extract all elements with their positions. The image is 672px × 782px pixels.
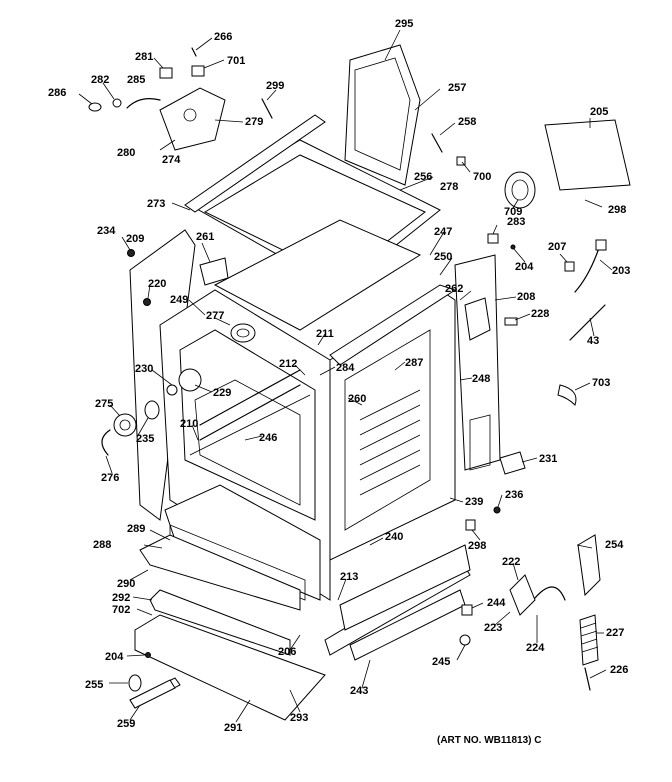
part-label-275: 275 — [95, 398, 113, 410]
part-label-702: 702 — [112, 604, 130, 616]
part-label-293: 293 — [290, 712, 308, 724]
part-label-228: 228 — [531, 308, 549, 320]
part-label-274: 274 — [162, 154, 181, 166]
leader-lines — [78, 29, 613, 723]
part-label-213: 213 — [340, 571, 358, 583]
part-label-205: 205 — [590, 106, 608, 118]
part-label-286: 286 — [48, 87, 66, 99]
part-label-249: 249 — [170, 294, 188, 306]
part-label-234: 234 — [97, 225, 116, 237]
part-label-285: 285 — [127, 74, 145, 86]
part-label-211: 211 — [316, 328, 334, 340]
part-label-204-lower: 204 — [105, 651, 124, 663]
part-label-298-top: 298 — [608, 204, 626, 216]
part-label-223: 223 — [484, 622, 502, 634]
part-label-204-top: 204 — [515, 261, 534, 273]
part-label-259: 259 — [117, 718, 135, 730]
part-label-292: 292 — [112, 592, 130, 604]
part-label-295: 295 — [395, 18, 413, 30]
part-label-235: 235 — [136, 433, 154, 445]
part-label-290: 290 — [117, 578, 135, 590]
part-label-709: 709 — [504, 206, 522, 218]
range-body-icon — [129, 114, 501, 721]
part-label-229: 229 — [213, 387, 231, 399]
part-label-208: 208 — [517, 291, 535, 303]
hardware-icon — [88, 44, 631, 709]
part-label-287: 287 — [405, 357, 423, 369]
part-label-240: 240 — [385, 531, 403, 543]
part-label-256: 256 — [414, 171, 432, 183]
part-label-298-lower: 298 — [468, 540, 486, 552]
part-label-210: 210 — [180, 418, 198, 430]
part-label-236: 236 — [505, 489, 523, 501]
part-label-230: 230 — [135, 363, 153, 375]
part-label-262: 262 — [445, 283, 463, 295]
part-label-244: 244 — [487, 597, 506, 609]
part-label-43: 43 — [587, 335, 599, 347]
part-label-288: 288 — [93, 539, 111, 551]
part-label-231: 231 — [539, 453, 557, 465]
part-label-291: 291 — [224, 722, 242, 734]
part-label-246: 246 — [259, 432, 277, 444]
part-label-206: 206 — [278, 646, 296, 658]
part-label-255: 255 — [85, 679, 103, 691]
part-label-266: 266 — [214, 31, 232, 43]
part-label-273: 273 — [147, 198, 165, 210]
part-label-284: 284 — [336, 362, 355, 374]
part-label-247: 247 — [434, 226, 452, 238]
part-labels: 295 266 281 701 282 285 286 299 257 279 … — [48, 18, 630, 746]
part-label-700: 700 — [473, 171, 491, 183]
part-label-222: 222 — [502, 556, 520, 568]
part-label-254: 254 — [605, 539, 624, 551]
part-label-226: 226 — [610, 664, 628, 676]
part-label-212: 212 — [279, 358, 297, 370]
part-label-299: 299 — [266, 80, 284, 92]
part-label-227: 227 — [606, 627, 624, 639]
part-label-250: 250 — [434, 251, 452, 263]
part-label-257: 257 — [448, 82, 466, 94]
part-label-701: 701 — [227, 55, 245, 67]
part-label-278: 278 — [440, 181, 458, 193]
part-label-203: 203 — [612, 265, 630, 277]
part-label-209: 209 — [126, 233, 144, 245]
part-label-289: 289 — [127, 523, 145, 535]
part-label-261: 261 — [196, 231, 214, 243]
part-label-224: 224 — [526, 642, 545, 654]
part-label-220: 220 — [148, 278, 166, 290]
part-label-258: 258 — [458, 116, 476, 128]
part-label-283: 283 — [507, 216, 525, 228]
art-number: (ART NO. WB11813) C — [437, 735, 541, 746]
part-label-703: 703 — [592, 377, 610, 389]
part-label-248: 248 — [472, 373, 490, 385]
part-label-280: 280 — [117, 147, 135, 159]
part-label-239: 239 — [465, 496, 483, 508]
part-label-260: 260 — [348, 393, 366, 405]
part-label-245: 245 — [432, 656, 450, 668]
part-label-281: 281 — [135, 51, 153, 63]
part-label-277: 277 — [206, 310, 224, 322]
part-label-207: 207 — [548, 241, 566, 253]
part-label-243: 243 — [350, 685, 368, 697]
part-label-276: 276 — [101, 472, 119, 484]
part-label-279: 279 — [245, 116, 263, 128]
part-label-282: 282 — [91, 74, 109, 86]
